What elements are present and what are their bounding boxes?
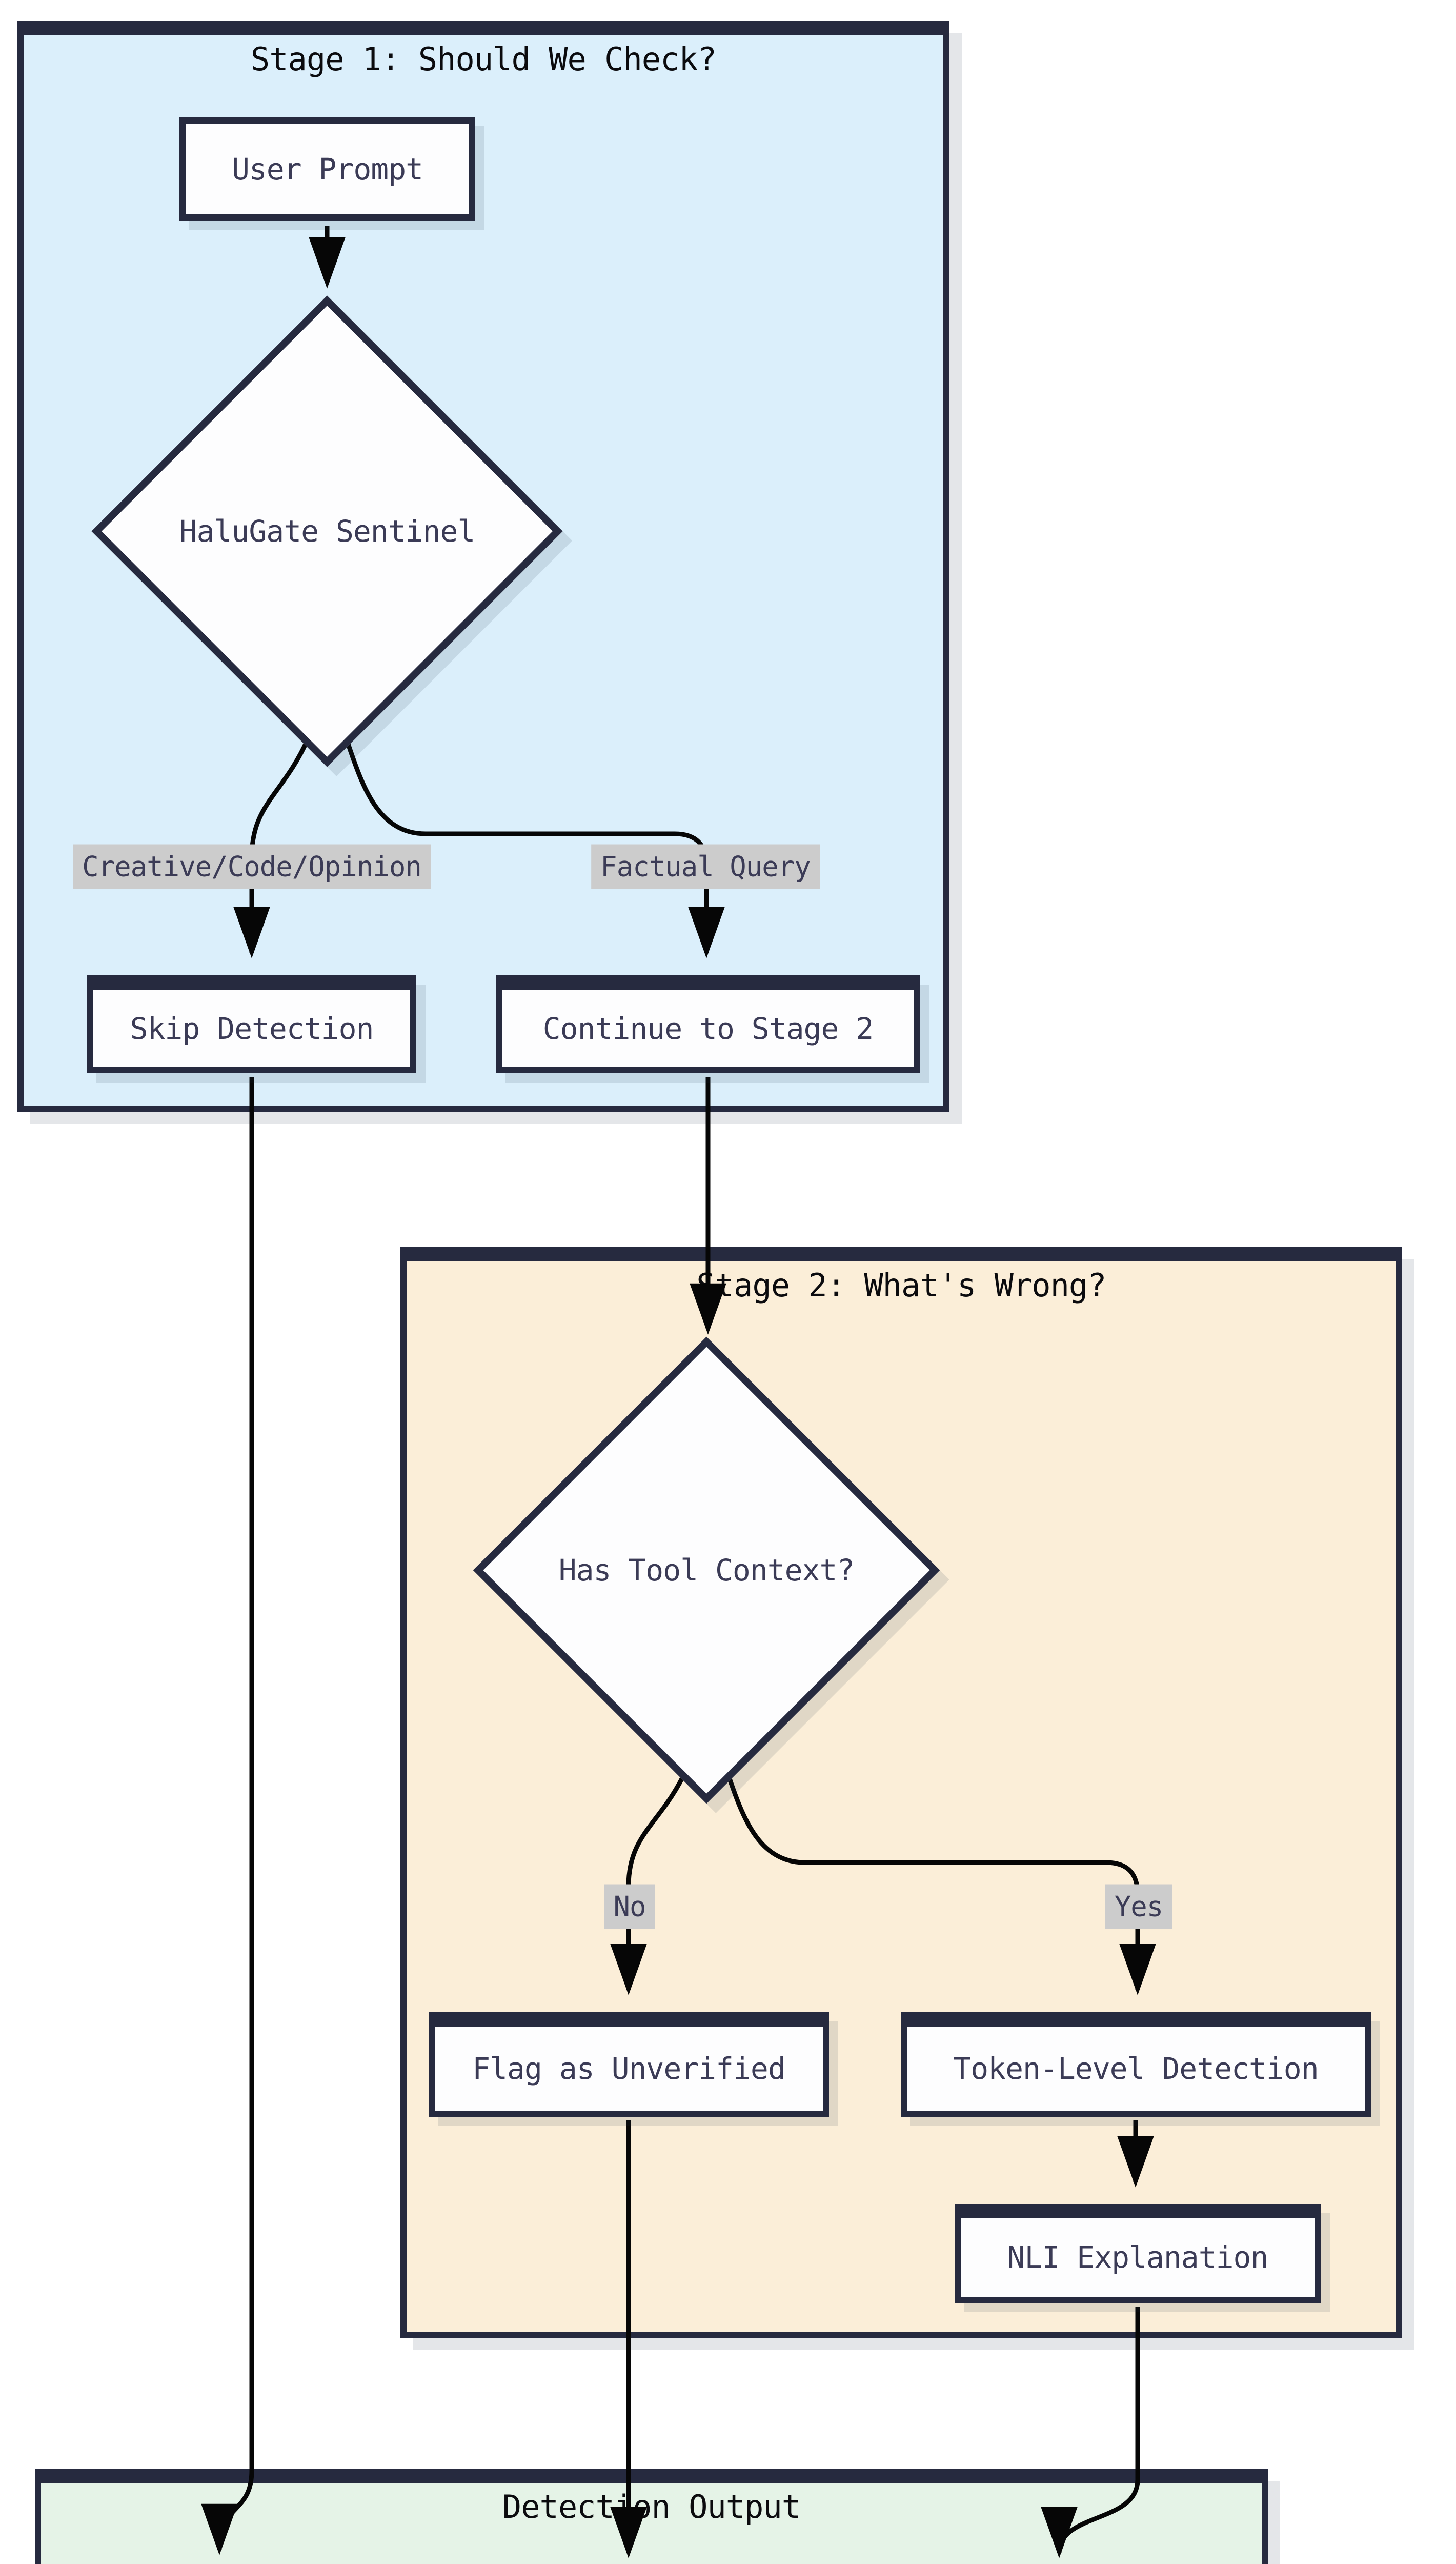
edge-label-creative-code-opinion: Creative/Code/Opinion: [73, 844, 431, 889]
edge-label-factual-query: Factual Query: [591, 844, 820, 889]
edge-label-no: No: [604, 1884, 655, 1929]
detection-output-title: Detection Output: [502, 2488, 801, 2526]
stage-2-title: Stage 2: What's Wrong?: [696, 1267, 1106, 1304]
edge-nli-report: [1041, 2307, 1140, 2558]
decision-halugate-sentinel-label: HaluGate Sentinel: [179, 514, 476, 549]
node-nli-explanation: NLI Explanation: [955, 2204, 1321, 2303]
stage-1-title: Stage 1: Should We Check?: [250, 41, 717, 78]
node-user-prompt: User Prompt: [179, 117, 475, 221]
node-continue-to-stage-2-label: Continue to Stage 2: [542, 1011, 874, 1046]
node-skip-detection: Skip Detection: [87, 975, 416, 1073]
node-user-prompt-label: User Prompt: [231, 151, 423, 187]
edge-label-yes: Yes: [1105, 1884, 1172, 1929]
edge-hastool-flag: [610, 1767, 690, 1995]
decision-has-tool-context-label: Has Tool Context?: [558, 1553, 855, 1588]
edge-hastool-token: [723, 1767, 1156, 1995]
node-flag-as-unverified-label: Flag as Unverified: [472, 2051, 786, 2086]
node-continue-to-stage-2: Continue to Stage 2: [496, 975, 920, 1073]
node-nli-explanation-label: NLI Explanation: [1007, 2240, 1269, 2275]
node-token-level-detection-label: Token-Level Detection: [953, 2051, 1319, 2086]
node-token-level-detection: Token-Level Detection: [901, 2012, 1371, 2117]
container-stage-2: Stage 2: What's Wrong?: [400, 1247, 1402, 2338]
edge-skip-passthrough: [201, 1077, 254, 2555]
node-flag-as-unverified: Flag as Unverified: [429, 2012, 829, 2117]
node-skip-detection-label: Skip Detection: [130, 1011, 374, 1046]
